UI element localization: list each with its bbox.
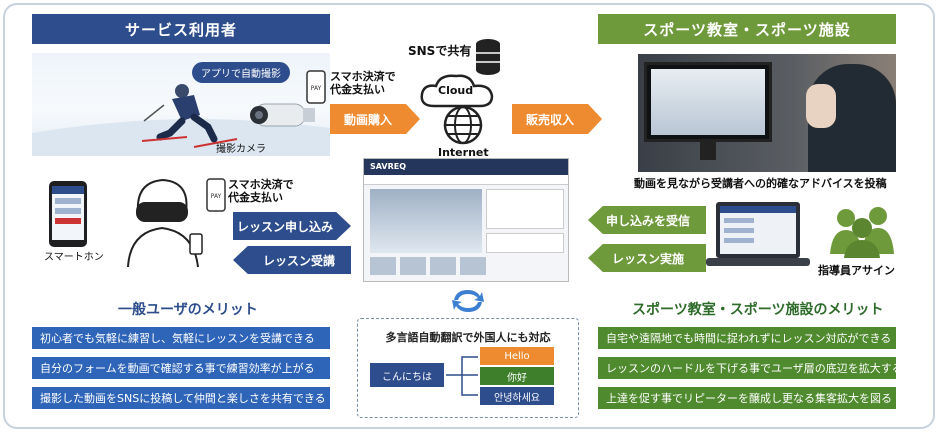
translation-source-bubble: こんにちは — [370, 363, 444, 387]
sports-facility-header: スポーツ教室・スポーツ施設 — [598, 14, 896, 44]
smartphone-pay-icon: PAY — [306, 70, 326, 104]
monitor-stand — [700, 142, 716, 160]
auto-capture-badge: アプリで自動撮影 — [192, 62, 290, 83]
translation-branch-lines — [446, 356, 478, 396]
facility-merit-item: 自宅や遠隔地でも時間に捉われずにレッスン対応ができる — [598, 327, 896, 349]
app-profile-panel — [486, 233, 564, 253]
lesson-conduct-label: レッスン実施 — [612, 251, 685, 266]
lesson-attend-label: レッスン受講 — [262, 253, 335, 268]
translation-korean-bubble: 안녕하세요 — [480, 387, 554, 405]
smartphone-payment-label-top: スマホ決済で 代金支払い — [330, 70, 396, 97]
app-header-bar — [364, 159, 568, 175]
instructor-assign-label: 指導員アサイン — [818, 264, 895, 277]
app-thumb — [430, 257, 456, 275]
video-purchase-arrow: 動画購入 — [330, 104, 420, 134]
cloud-icon — [420, 74, 494, 108]
translation-panel: 多言語自動翻訳で外国人にも対応 こんにちは Hello 你好 안녕하세요 — [357, 318, 579, 418]
receive-apply-label: 申し込みを受信 — [606, 213, 691, 228]
app-thumb — [400, 257, 426, 275]
video-purchase-label: 動画購入 — [343, 112, 392, 127]
general-user-merit-title: 一般ユーザのメリット — [118, 302, 258, 318]
smartphone-label: スマートホン — [44, 252, 104, 263]
facility-merit-item: レッスンのハードルを下げる事でユーザ層の底辺を拡大する — [598, 357, 903, 379]
service-user-header: サービス利用者 — [32, 14, 330, 44]
translation-title: 多言語自動翻訳で外国人にも対応 — [385, 331, 551, 344]
app-screenshot: SAVREQ — [363, 158, 569, 282]
smartphone-device — [49, 181, 87, 247]
translation-chinese-bubble: 你好 — [480, 367, 554, 385]
sales-income-label: 販売収入 — [525, 112, 574, 127]
lesson-conduct-arrow: レッスン実施 — [588, 244, 706, 272]
database-icon — [476, 39, 500, 75]
advice-caption: 動画を見ながら受講者への的確なアドバイスを投稿 — [634, 177, 887, 190]
app-thumb — [460, 257, 486, 275]
receive-apply-arrow: 申し込みを受信 — [588, 206, 706, 234]
laptop-icon — [706, 202, 810, 266]
app-nav-bar — [364, 175, 568, 185]
instructor-photo — [638, 54, 896, 172]
globe-icon — [443, 105, 483, 145]
lesson-apply-label: レッスン申し込み — [236, 219, 333, 234]
monitor-screen — [651, 69, 765, 135]
translation-english-bubble: Hello — [480, 347, 554, 365]
pay-icon-text-mid: PAY — [211, 193, 222, 200]
facility-merit-item: 上達を促す事でリピーターを醸成し更なる集客拡大を図る — [598, 387, 896, 409]
app-thumb — [370, 257, 396, 275]
smartphone-pay-icon-mid: PAY — [206, 178, 226, 212]
sync-icon — [452, 290, 484, 312]
app-brand-name: SAVREQ — [370, 162, 407, 171]
monitor — [644, 62, 772, 142]
internet-label: Internet — [438, 146, 489, 159]
general-merit-item: 初心者でも気軽に練習し、気軽にレッスンを受講できる — [32, 327, 330, 349]
smartphone-payment-label-mid: スマホ決済で 代金支払い — [228, 178, 294, 205]
app-comment-panel — [486, 189, 564, 229]
security-camera-icon — [250, 103, 315, 127]
lesson-attend-arrow: レッスン受講 — [233, 246, 351, 274]
lesson-apply-arrow: レッスン申し込み — [233, 212, 351, 240]
sns-share-label: SNSで共有 — [408, 44, 472, 58]
person-sketch — [127, 178, 203, 268]
general-merit-item: 自分のフォームを動画で確認する事で練習効率が上がる — [32, 357, 330, 379]
facility-merit-title: スポーツ教室・スポーツ施設のメリット — [632, 302, 884, 318]
app-video-player — [370, 189, 482, 253]
pay-icon-text-top: PAY — [311, 85, 322, 92]
camera-label: 撮影カメラ — [216, 144, 266, 155]
person-face — [806, 84, 836, 128]
general-merit-item: 撮影した動画をSNSに投稿して仲間と楽しさを共有できる — [32, 387, 330, 409]
cloud-label: Cloud — [438, 84, 474, 97]
skier-illustration — [32, 84, 330, 156]
sales-income-arrow: 販売収入 — [512, 104, 602, 134]
instructors-icon — [830, 207, 894, 258]
